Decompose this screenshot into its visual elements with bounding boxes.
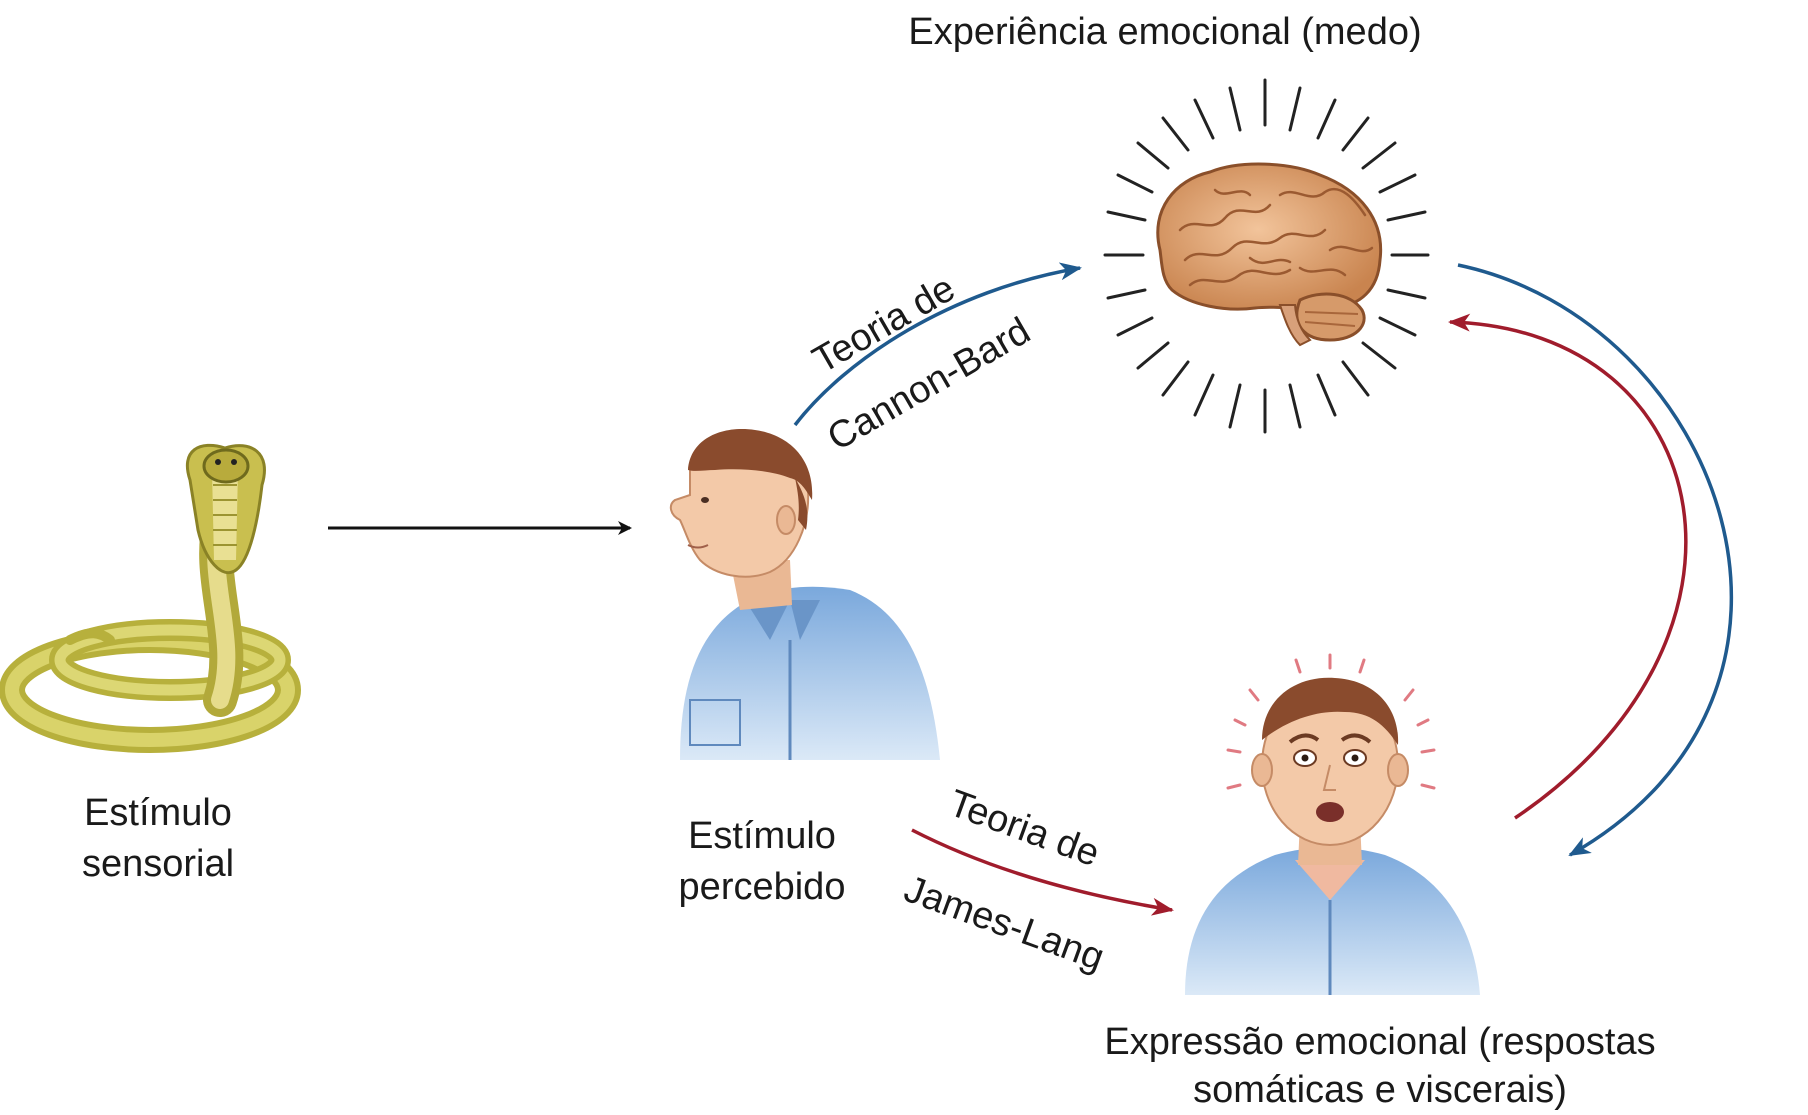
cannon-bard-arc: [1457, 263, 1733, 857]
stimulus-label-line2: sensorial: [82, 843, 234, 885]
james-lange-label-line1: Teoria de: [943, 782, 1104, 875]
perceived-label-line1: Estímulo: [688, 815, 836, 857]
scared-man-icon: [1185, 653, 1480, 995]
cobra-icon: [0, 443, 301, 753]
james-lange-arc: [1448, 313, 1688, 820]
expression-label-line1: Expressão emocional (respostas: [1104, 1021, 1655, 1063]
james-lange-arrow: [911, 828, 1174, 916]
expression-label-line2: somáticas e viscerais): [1193, 1069, 1567, 1111]
james-lange-label-line2: James-Lang: [899, 868, 1110, 979]
calm-man-icon: [669, 429, 940, 760]
cannon-bard-arrow: [793, 262, 1082, 427]
glowing-brain-icon: [1103, 78, 1430, 434]
perceived-label-line2: percebido: [679, 866, 846, 908]
stimulus-label-line1: Estímulo: [84, 792, 232, 834]
experience-title: Experiência emocional (medo): [908, 11, 1421, 53]
